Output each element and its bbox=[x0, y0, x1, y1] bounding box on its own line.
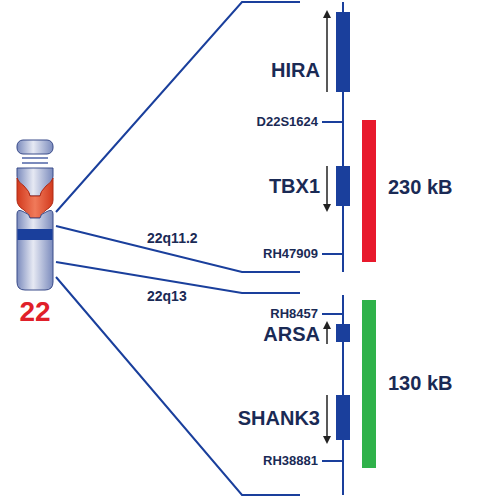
band-name: 22q11.2 bbox=[145, 231, 200, 246]
marker-name: RH38881 bbox=[263, 454, 318, 468]
gene-name: TBX1 bbox=[269, 175, 320, 197]
deletion-bar bbox=[362, 120, 376, 262]
direction-arrows bbox=[326, 14, 328, 440]
size-label: 130 kB bbox=[388, 372, 453, 394]
marker-name: RH8457 bbox=[270, 307, 318, 321]
deletion-bar bbox=[362, 300, 376, 468]
chromosome-number: 22 bbox=[19, 297, 50, 328]
gene-name: HIRA bbox=[271, 59, 320, 81]
marker-name: RH47909 bbox=[263, 247, 318, 261]
gene-name: ARSA bbox=[263, 323, 320, 345]
chromosome-ideogram bbox=[17, 140, 53, 290]
band-name: 22q13 bbox=[145, 289, 189, 304]
size-label: 230 kB bbox=[388, 176, 453, 198]
gene-boxes bbox=[336, 12, 350, 440]
marker-name: D22S1624 bbox=[257, 115, 318, 129]
gene-name: SHANK3 bbox=[238, 407, 320, 429]
